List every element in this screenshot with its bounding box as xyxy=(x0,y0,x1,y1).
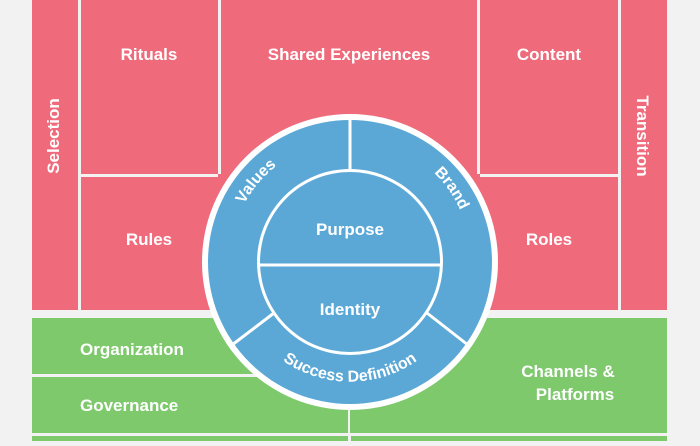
purpose-label: Purpose xyxy=(316,220,384,239)
transition-label: Transition xyxy=(633,95,652,176)
identity-label: Identity xyxy=(320,300,381,319)
rules-label: Rules xyxy=(126,230,172,249)
channels-label: Channels & xyxy=(521,362,615,381)
content-label: Content xyxy=(517,45,582,64)
organization-label: Organization xyxy=(80,340,184,359)
shared-experiences-label: Shared Experiences xyxy=(268,45,431,64)
rituals-label: Rituals xyxy=(121,45,178,64)
core xyxy=(260,172,440,352)
transition-block xyxy=(621,0,667,310)
rituals-block xyxy=(81,0,218,174)
governance-label: Governance xyxy=(80,396,178,415)
rules-block xyxy=(81,177,218,310)
roles-block xyxy=(480,177,618,310)
platforms-label: Platforms xyxy=(536,385,614,404)
selection-block xyxy=(32,0,78,310)
ring-divider-lower-left xyxy=(231,311,275,347)
green-bottom-right xyxy=(351,436,667,446)
ring-divider-lower-right xyxy=(426,311,469,347)
content-block xyxy=(480,0,618,174)
green-bottom-left xyxy=(32,436,348,446)
roles-label: Roles xyxy=(526,230,572,249)
ring-group xyxy=(202,114,498,410)
selection-label: Selection xyxy=(44,98,63,174)
